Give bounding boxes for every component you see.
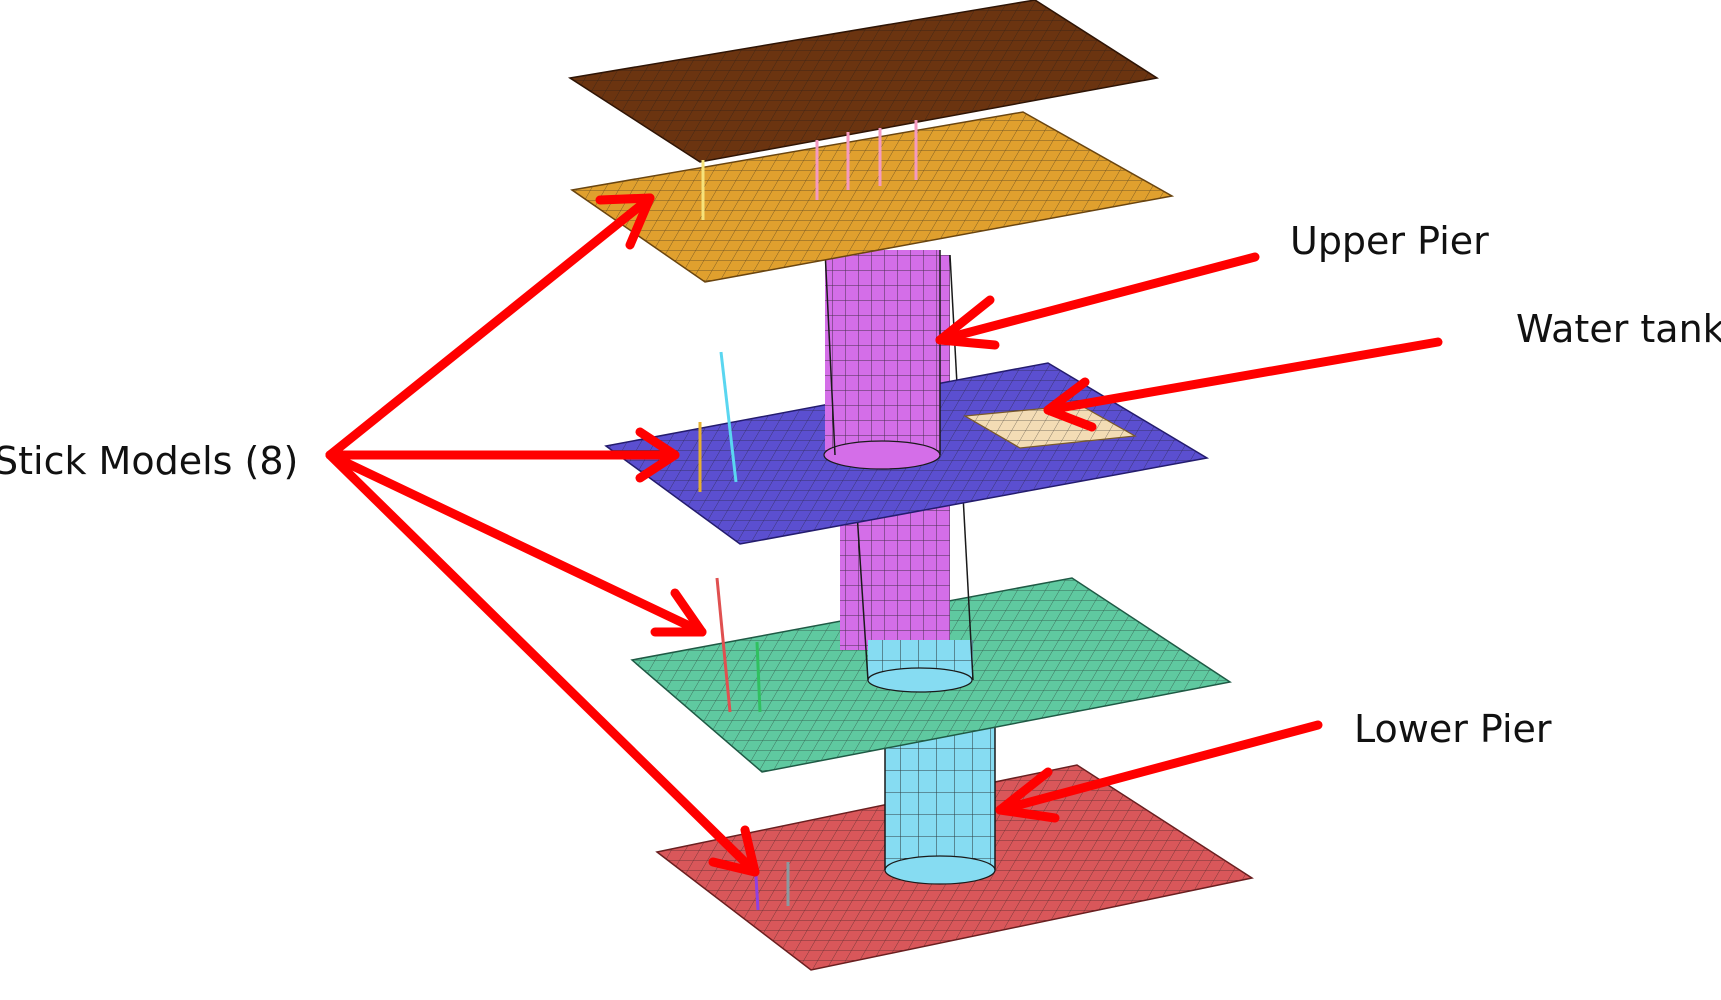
stick-model — [755, 641, 762, 713]
water-tank-label: Water tank — [1516, 307, 1721, 351]
stick-models-label: Stick Models (8) — [0, 439, 299, 483]
arrow-stick-middle — [325, 427, 680, 483]
annotation-arrows — [325, 193, 1443, 877]
arrow-stick-base — [325, 450, 760, 877]
arrow-upper-pier — [935, 252, 1260, 350]
stick-model — [719, 351, 738, 483]
top-slab — [567, 0, 1160, 163]
upper-pier-upper-section — [823, 249, 941, 470]
arrow-stick-upper — [325, 193, 655, 460]
stick-models — [698, 120, 918, 911]
arrow-water-tank — [1043, 337, 1443, 432]
upper-pier-label: Upper Pier — [1290, 219, 1489, 263]
arrow-stick-lower-middle — [325, 450, 707, 637]
stick-model — [715, 577, 732, 713]
arrow-lower-pier — [995, 720, 1323, 823]
water-tank — [963, 404, 1137, 449]
upper-slab — [570, 111, 1175, 283]
lower-pier-label: Lower Pier — [1354, 707, 1552, 751]
